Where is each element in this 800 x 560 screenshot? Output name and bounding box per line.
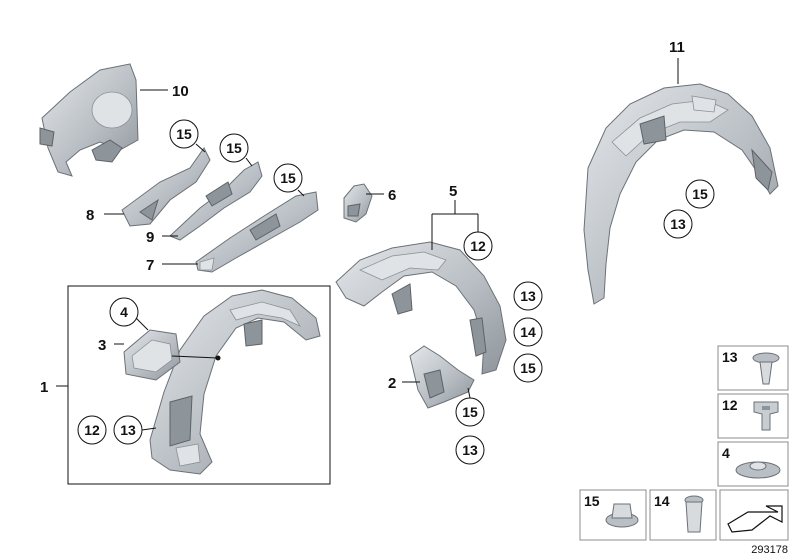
callout-4: 4	[120, 304, 128, 320]
legend-label-14: 14	[654, 493, 670, 509]
callout-15-d-circle	[513, 353, 543, 383]
callout-15-a: 15	[176, 126, 192, 142]
callout-13-b: 13	[520, 288, 536, 304]
legend-cell-13	[717, 345, 789, 391]
part-10-bracket-shape	[39, 63, 139, 177]
part-1-wheel-arch-liner-shape	[149, 289, 321, 475]
leader-15-c	[297, 189, 305, 197]
callout-15-d: 15	[520, 360, 536, 376]
callout-4-circle	[109, 297, 139, 327]
part-11-wheel-arch-liner-shape	[583, 83, 779, 305]
callout-13-e-circle	[455, 435, 485, 465]
callout-13-a: 13	[120, 422, 136, 438]
callout-2: 2	[388, 375, 396, 392]
plastic-nut-icon	[684, 495, 704, 533]
expanding-rivet-icon	[735, 461, 781, 479]
callout-13-f-circle	[663, 209, 693, 239]
callout-15-b-circle	[219, 133, 249, 163]
callout-13-f: 13	[670, 216, 686, 232]
callout-15-a-circle	[169, 119, 199, 149]
callout-13-e: 13	[462, 442, 478, 458]
callout-15-c-circle	[273, 163, 303, 193]
legend-label-13: 13	[722, 349, 738, 365]
legend-cell-15	[579, 489, 647, 541]
callout-14-b: 14	[520, 324, 536, 340]
callout-5: 5	[449, 183, 457, 200]
callout-15-c: 15	[280, 170, 296, 186]
callout-15-b: 15	[226, 140, 242, 156]
callout-1: 1	[40, 379, 48, 396]
legend-label-15: 15	[584, 493, 600, 509]
leader-4	[135, 317, 149, 331]
group-box-part-1	[67, 285, 331, 485]
hex-nut-icon	[605, 503, 639, 528]
callout-9: 9	[146, 229, 154, 246]
reference-number: 293178	[751, 544, 788, 556]
part-2-bracket-shape	[409, 345, 475, 409]
legend-cell-12	[717, 393, 789, 439]
callout-3: 3	[98, 337, 106, 354]
callout-6: 6	[388, 187, 396, 204]
leader-3-to-liner	[171, 355, 219, 359]
callout-12-b: 12	[470, 238, 486, 254]
callout-8: 8	[86, 207, 94, 224]
leader-15-e	[467, 387, 471, 399]
callout-15-f-circle	[685, 179, 715, 209]
callout-10: 10	[172, 83, 189, 100]
callout-12-b-circle	[463, 231, 493, 261]
callout-12-a: 12	[84, 422, 100, 438]
callout-14-b-circle	[513, 317, 543, 347]
leader-15-b	[245, 157, 253, 167]
part-9-shield-strip-shape	[169, 161, 263, 241]
callout-15-e: 15	[462, 404, 478, 420]
callout-7: 7	[146, 257, 154, 274]
legend-cell-14	[649, 489, 717, 541]
part-3-pad-shape	[123, 329, 181, 381]
plastic-rivet-icon	[752, 352, 780, 385]
part-6-bracket-shape	[343, 183, 373, 223]
spring-nut-icon	[753, 401, 779, 431]
callout-15-f: 15	[692, 186, 708, 202]
part-5-wheel-arch-liner-shape	[335, 241, 507, 375]
orientation-arrow-icon	[727, 505, 783, 533]
legend-label-12: 12	[722, 397, 738, 413]
part-7-shield-strip-shape	[195, 191, 319, 273]
leader-13-a	[141, 427, 157, 431]
leader-15-a	[195, 143, 206, 153]
callout-15-e-circle	[455, 397, 485, 427]
legend-label-4: 4	[722, 445, 730, 461]
callout-11: 11	[669, 39, 685, 56]
callout-13-b-circle	[513, 281, 543, 311]
part-8-shield-strip-shape	[121, 147, 211, 227]
leader-3-dot	[215, 355, 221, 361]
callout-12-a-circle	[77, 415, 107, 445]
fastener-legend: 13 12 4 15 14	[579, 345, 789, 541]
